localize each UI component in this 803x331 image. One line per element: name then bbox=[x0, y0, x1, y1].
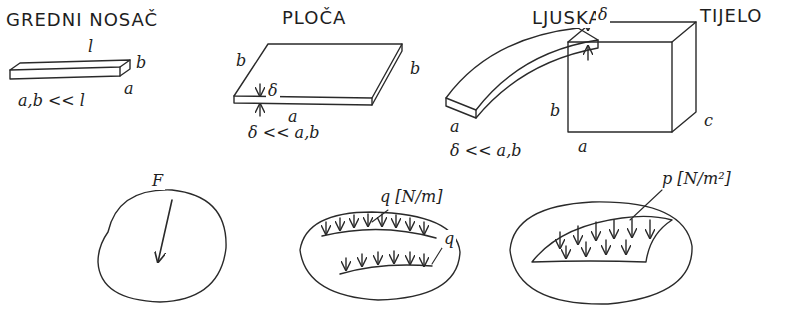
dimension-letter: a bbox=[122, 80, 136, 98]
condition-note: δ << a,b bbox=[448, 142, 523, 160]
load-label: p [N/m²] bbox=[660, 170, 733, 188]
part-title: GREDNI NOSAČ bbox=[4, 10, 160, 30]
shell-sketch bbox=[446, 14, 598, 118]
dimension-letter: b bbox=[134, 54, 148, 72]
load-label: q [N/m] bbox=[378, 188, 444, 206]
condition-note: a,b << l bbox=[16, 92, 87, 110]
part-title: TIJELO bbox=[698, 6, 765, 26]
plate-sketch bbox=[234, 44, 402, 116]
dimension-letter: δ bbox=[266, 82, 280, 100]
force-label: F bbox=[150, 172, 165, 190]
surface-load-sketch bbox=[510, 190, 692, 304]
beam-sketch bbox=[10, 60, 130, 79]
line-load-sketch bbox=[300, 210, 460, 300]
body-sketch bbox=[568, 22, 696, 132]
part-title: PLOČA bbox=[280, 8, 348, 28]
load-label: q bbox=[442, 230, 456, 248]
dimension-letter: a bbox=[576, 138, 590, 156]
dimension-letter: δ bbox=[596, 6, 610, 24]
part-title: LJUSKA bbox=[530, 8, 604, 28]
dimension-letter: l bbox=[86, 38, 95, 56]
dimension-letter: b bbox=[408, 60, 422, 78]
dimension-letter: a bbox=[448, 118, 462, 136]
dimension-letter: a bbox=[286, 108, 300, 126]
condition-note: δ << a,b bbox=[246, 124, 321, 142]
dimension-letter: c bbox=[702, 112, 715, 130]
dimension-letter: b bbox=[234, 52, 248, 70]
point-force-sketch bbox=[98, 190, 226, 302]
dimension-letter: b bbox=[548, 102, 562, 120]
